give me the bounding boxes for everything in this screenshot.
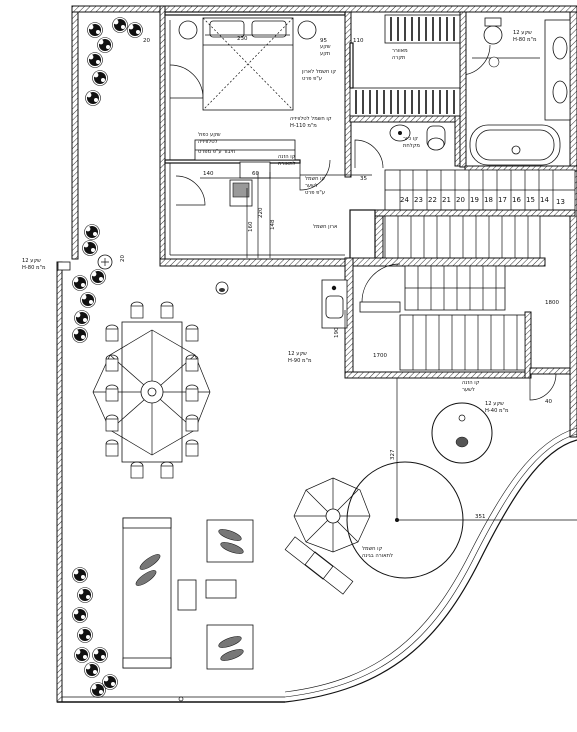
step-number: 17	[498, 196, 507, 204]
note-text: ע"פ פרט	[302, 76, 322, 82]
step-number: 21	[442, 196, 451, 204]
wardrobe	[194, 139, 296, 207]
lounge-furniture	[122, 517, 254, 670]
step-number: 15	[526, 196, 535, 204]
step-number: 14	[540, 196, 549, 204]
note-text: קו חשמל לארון	[302, 69, 336, 75]
note-text: H-110 מ"מ	[290, 123, 317, 129]
note-text: 12 שקע	[513, 30, 532, 36]
note-text: H-40 מ"מ	[485, 408, 509, 414]
dim-label: 95	[320, 38, 327, 44]
step-number: 19	[470, 196, 479, 204]
note-text: חיבור ע"פ מפרט	[198, 149, 235, 155]
note-text: לתאורה בגינה	[362, 553, 393, 559]
note-text: קו כיור	[403, 136, 418, 142]
dimension-labels: 230 95 110 140 60 35 220 148 160 190 327…	[120, 36, 559, 520]
note-text: מאוורר	[392, 48, 408, 54]
note-text: תקרה	[392, 55, 405, 61]
dim-label: 148	[270, 219, 276, 230]
note-text: קו חשמל	[362, 546, 383, 552]
bed	[178, 17, 317, 111]
note-text: 12 שקע	[485, 401, 504, 407]
note-text: לטלוויזיה	[198, 139, 218, 145]
step-number: 13	[556, 198, 565, 206]
dim-label: 140	[203, 171, 214, 177]
note-text: 12 שקע	[288, 351, 307, 357]
dim-label: 351	[475, 514, 486, 520]
note-text: קו חשמל	[305, 176, 326, 182]
step-number: 16	[512, 196, 521, 204]
annotations: 12 שקע H-80 מ"מ שקע תקע מאוורר תקרה קו ח…	[22, 30, 537, 559]
dim-label: 160	[248, 221, 254, 232]
note-text: לשער	[305, 183, 318, 189]
dim-label: 60	[252, 171, 259, 177]
note-text: ארון חשמל	[313, 224, 337, 230]
dim-label: 40	[545, 399, 552, 405]
note-text: 12 שקע	[22, 258, 41, 264]
step-number: 20	[456, 196, 465, 204]
note-text: קו הזנה	[278, 154, 296, 160]
note-text: תקע	[320, 51, 330, 57]
note-text: קו הזנה	[462, 380, 480, 386]
master-bathroom	[459, 11, 577, 172]
note-text: מקלחת	[403, 143, 420, 149]
dim-label: 230	[237, 36, 248, 42]
dim-label: 327	[390, 449, 396, 460]
step-number: 24	[400, 196, 409, 204]
upper-staircase: 24 23 22 21 20 19 18 17 16 15 14 13	[349, 169, 576, 266]
dim-label: 220	[258, 207, 264, 218]
note-text: H-80 מ"מ	[513, 37, 537, 43]
dim-label: 190	[334, 327, 340, 338]
dimension-lines	[200, 34, 372, 360]
step-number: 23	[414, 196, 423, 204]
pool-deck	[284, 378, 577, 703]
note-text: שקע	[320, 44, 331, 50]
middle-stair-block	[321, 257, 571, 401]
note-text: H-80 מ"מ	[22, 265, 46, 271]
note-text: לתאורה	[278, 161, 296, 167]
note-text: H-90 מ"מ	[288, 358, 312, 364]
sun-umbrella	[284, 477, 371, 595]
tag-label: 1700	[373, 353, 387, 359]
symbols	[57, 254, 229, 295]
tag-label: 1800	[545, 300, 559, 306]
closet-shelving	[349, 14, 491, 117]
note-text: קו חשמל לטלוויזיה	[290, 116, 332, 122]
dim-label: 110	[353, 38, 364, 44]
dining-table	[92, 301, 211, 479]
tag-label: 20	[120, 255, 126, 262]
note-text: ע"פ פרט	[305, 190, 325, 196]
step-number: 22	[428, 196, 437, 204]
step-number: 18	[484, 196, 493, 204]
tag-label: 20	[143, 38, 150, 44]
note-text: שקע כפול	[198, 132, 221, 138]
note-text: לשער	[462, 387, 475, 393]
dim-label: 35	[360, 176, 367, 182]
small-bathroom	[349, 115, 461, 169]
outer-walls	[56, 5, 577, 703]
